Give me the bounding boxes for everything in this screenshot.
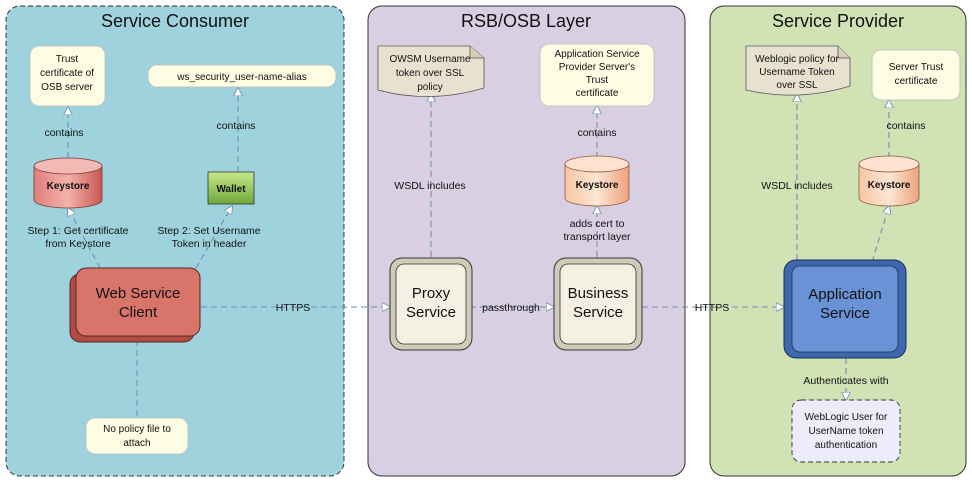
lane-title-consumer: Service Consumer: [101, 11, 249, 31]
business-service-line2: Service: [573, 304, 623, 321]
svg-text:Trust: Trust: [586, 75, 609, 86]
label-https-2: HTTPS: [695, 302, 729, 314]
svg-text:certificate: certificate: [895, 76, 938, 87]
note-weblogic-user: WebLogic User for UserName token authent…: [791, 399, 901, 463]
label-contains-bus: contains: [577, 127, 616, 139]
label-contains-provider: contains: [886, 120, 925, 132]
label-step1-line1: Step 1: Get certificate: [28, 225, 129, 237]
lane-service-provider: Service Provider: [709, 5, 967, 477]
svg-text:Application Service: Application Service: [554, 49, 639, 60]
lane-title-bus: RSB/OSB Layer: [461, 11, 591, 31]
web-service-client-line2: Client: [119, 304, 158, 321]
note-ws-security-alias: ws_security_user-name-alias: [147, 64, 337, 88]
note-trust-certificate-osb: Trust certificate of OSB server: [29, 45, 106, 107]
doc-weblogic-policy: Weblogic policy for Username Token over …: [745, 45, 851, 96]
keystore-provider-label: Keystore: [868, 180, 911, 191]
web-service-client: Web Service Client: [69, 267, 201, 343]
label-contains-consumer-keystore: contains: [44, 127, 83, 139]
svg-text:No policy file to: No policy file to: [103, 424, 171, 435]
svg-text:certificate of: certificate of: [40, 68, 94, 79]
application-service: Application Service: [783, 259, 907, 359]
note-provider-trust-certificate: Application Service Provider Server's Tr…: [539, 43, 655, 107]
lane-title-provider: Service Provider: [772, 11, 904, 31]
svg-text:UserName token: UserName token: [808, 426, 883, 437]
application-service-line1: Application: [808, 286, 881, 303]
doc-owsm-policy: OWSM Username token over SSL policy: [377, 45, 485, 97]
keystore-consumer: Keystore: [33, 157, 103, 209]
proxy-service-line1: Proxy: [412, 285, 451, 302]
keystore-bus-label: Keystore: [576, 180, 619, 191]
keystore-bus: Keystore: [564, 155, 630, 207]
wallet: Wallet: [207, 171, 255, 205]
svg-text:authentication: authentication: [815, 440, 877, 451]
business-service-line1: Business: [568, 285, 629, 302]
proxy-service: Proxy Service: [389, 257, 473, 351]
lane-service-consumer: Service Consumer: [5, 5, 345, 477]
label-https-1: HTTPS: [276, 302, 310, 314]
svg-text:attach: attach: [123, 438, 150, 449]
svg-text:Trust: Trust: [56, 54, 79, 65]
label-adds-cert-line1: adds cert to: [570, 218, 625, 230]
svg-text:Server Trust: Server Trust: [889, 62, 944, 73]
svg-text:token over SSL: token over SSL: [396, 68, 465, 79]
label-passthrough: passthrough: [482, 302, 540, 314]
application-service-line2: Service: [820, 305, 870, 322]
svg-text:OSB server: OSB server: [41, 82, 93, 93]
svg-text:over SSL: over SSL: [776, 80, 818, 91]
wallet-label: Wallet: [216, 184, 246, 195]
label-authenticates-with: Authenticates with: [803, 375, 888, 387]
label-contains-wallet: contains: [216, 120, 255, 132]
svg-text:policy: policy: [417, 82, 443, 93]
keystore-provider: Keystore: [858, 155, 920, 207]
svg-text:ws_security_user-name-alias: ws_security_user-name-alias: [176, 72, 307, 83]
note-no-policy: No policy file to attach: [85, 417, 189, 455]
label-adds-cert-line2: transport layer: [563, 231, 631, 243]
label-step1-line2: from Keystore: [45, 238, 111, 250]
svg-text:certificate: certificate: [576, 88, 619, 99]
svg-text:WebLogic User for: WebLogic User for: [805, 412, 888, 423]
business-service: Business Service: [553, 257, 643, 351]
connector-client-to-keystore: [68, 208, 101, 269]
lane-rsb-osb-layer: RSB/OSB Layer: [367, 5, 686, 477]
label-wsdl-includes-provider: WSDL includes: [761, 180, 832, 192]
connector-client-to-wallet: [195, 206, 232, 269]
svg-text:Weblogic policy for: Weblogic policy for: [755, 54, 839, 65]
label-wsdl-includes-bus: WSDL includes: [394, 180, 465, 192]
note-server-trust-certificate: Server Trust certificate: [871, 49, 961, 101]
svg-text:Provider Server's: Provider Server's: [559, 62, 635, 73]
svg-text:OWSM Username: OWSM Username: [389, 54, 471, 65]
keystore-consumer-label: Keystore: [47, 181, 90, 192]
svg-text:Username Token: Username Token: [759, 67, 834, 78]
label-step2-line1: Step 2: Set Username: [157, 225, 260, 237]
proxy-service-line2: Service: [406, 304, 456, 321]
label-step2-line2: Token in header: [172, 238, 247, 250]
web-service-client-line1: Web Service: [96, 285, 181, 302]
connectors: [68, 88, 889, 418]
